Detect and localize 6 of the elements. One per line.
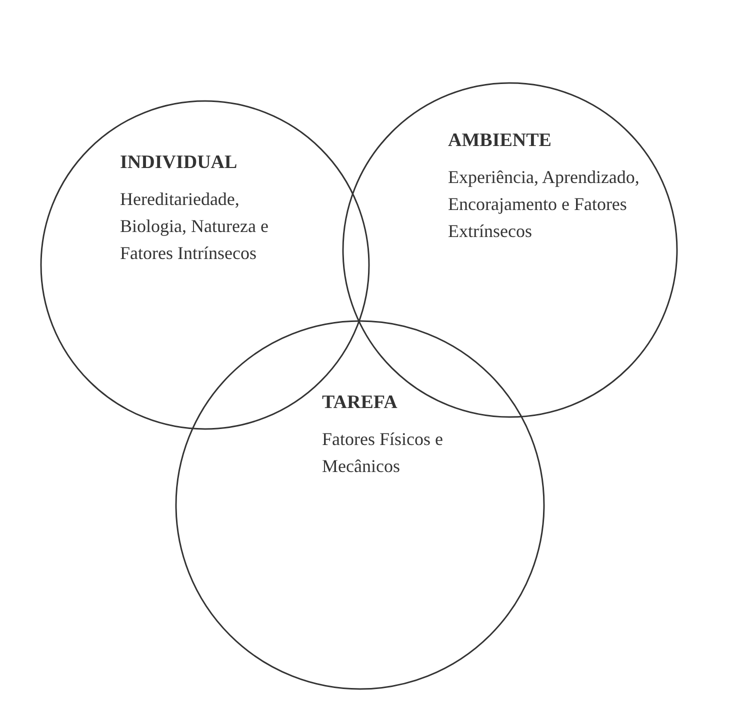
circle-description: Hereditariedade, Biologia, Natureza e Fatores Intrínsecos (120, 188, 270, 265)
circle-description: Fatores Físicos e Mecânicos (322, 428, 444, 478)
circle-heading: INDIVIDUAL (120, 152, 238, 174)
circle-heading: AMBIENTE (448, 130, 552, 152)
circle-heading: TAREFA (322, 392, 398, 414)
circle-description: Experiência, Aprendizado, Encorajamento e Fatores Extrínsecos (448, 166, 640, 243)
